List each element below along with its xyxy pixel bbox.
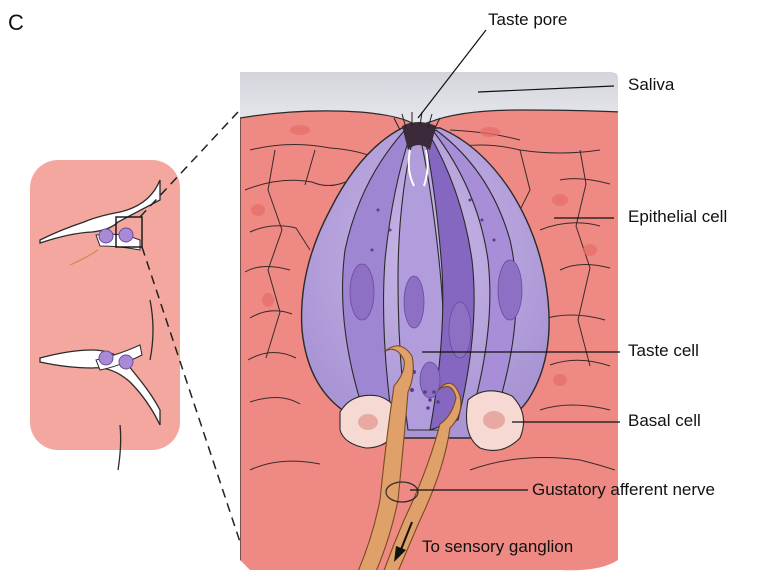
overview-bud bbox=[119, 228, 133, 242]
panel-letter: C bbox=[8, 10, 24, 36]
label-gustatory-afferent-nerve: Gustatory afferent nerve bbox=[532, 481, 715, 498]
overview-bud bbox=[99, 351, 113, 365]
main-view bbox=[240, 72, 620, 576]
label-saliva: Saliva bbox=[628, 76, 674, 93]
label-basal-cell: Basal cell bbox=[628, 412, 701, 429]
label-epithelial-cell: Epithelial cell bbox=[628, 208, 727, 225]
overview-papilla bbox=[30, 160, 180, 470]
overview-bud bbox=[119, 355, 133, 369]
label-to-sensory-ganglion: To sensory ganglion bbox=[422, 538, 573, 555]
label-taste-pore: Taste pore bbox=[488, 11, 567, 28]
overview-bud bbox=[99, 229, 113, 243]
label-taste-cell: Taste cell bbox=[628, 342, 699, 359]
